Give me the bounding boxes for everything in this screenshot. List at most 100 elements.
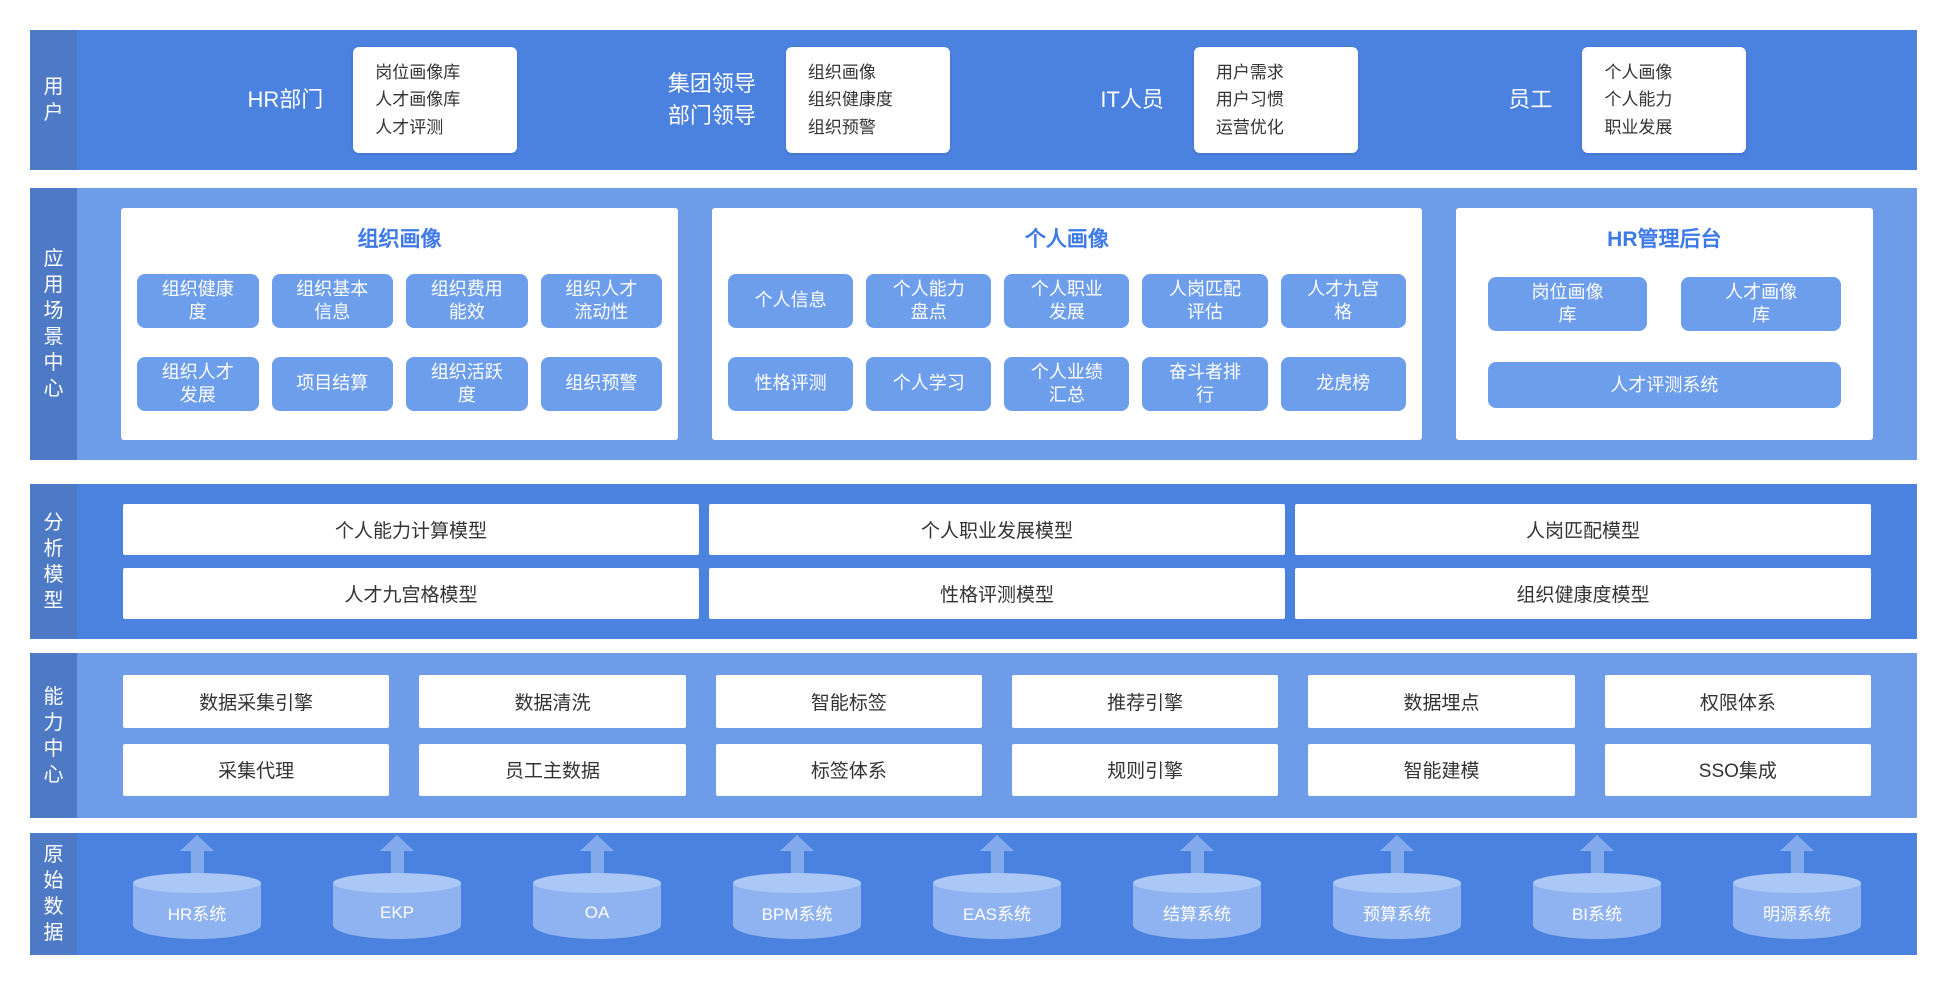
band-application-scenarios: 应用场景中心 组织画像 组织健康度 组织基本信息 组织费用能效 组织人才流动性 … — [30, 188, 1917, 460]
data-source: 明源系统 — [1733, 835, 1861, 939]
scenario-chip: 人才画像库 — [1681, 276, 1841, 331]
data-source: 预算系统 — [1333, 835, 1461, 939]
scenario-chip: 人岗匹配评估 — [1142, 273, 1268, 329]
scenario-chip: 组织费用能效 — [406, 273, 528, 329]
scenario-chip: 个人业绩汇总 — [1004, 356, 1130, 412]
model-box: 个人职业发展模型 — [709, 504, 1285, 555]
scenario-chip: 项目结算 — [271, 356, 394, 412]
band-analysis-models-label-text: 分析模型 — [43, 511, 64, 612]
user-role-label: HR部门 — [247, 87, 324, 113]
database-cylinder-icon: BI系统 — [1533, 873, 1661, 939]
user-capability-item: 职业发展 — [1604, 117, 1673, 137]
model-box: 人岗匹配模型 — [1295, 504, 1871, 555]
user-capability-item: 运营优化 — [1215, 117, 1284, 137]
user-role-label: IT人员 — [1100, 87, 1164, 113]
user-capability-card: 用户需求 用户习惯 运营优化 — [1193, 46, 1358, 154]
band-users-label: 用户 — [30, 30, 77, 170]
up-arrow-icon — [1180, 835, 1214, 873]
scenario-chip: 组织基本信息 — [271, 273, 394, 329]
band-application-scenarios-label: 应用场景中心 — [30, 188, 77, 460]
scenario-chip: 个人能力盘点 — [866, 273, 992, 329]
panel-personal-profile-title: 个人画像 — [1024, 228, 1109, 251]
scenario-chip: 组织活跃度 — [406, 356, 528, 412]
capability-box: 数据采集引擎 — [123, 675, 390, 728]
data-source: HR系统 — [133, 835, 261, 939]
panel-org-profile-grid: 组织健康度 组织基本信息 组织费用能效 组织人才流动性 组织人才发展 项目结算 … — [121, 253, 678, 440]
band-raw-data: 原始数据 HR系统 EKP OA BPM系统 EAS系统 — [30, 833, 1917, 955]
up-arrow-icon — [180, 835, 214, 873]
database-cylinder-icon: OA — [533, 873, 661, 939]
user-capability-item: 岗位画像库 — [375, 62, 461, 82]
scenario-chip: 个人职业发展 — [1004, 273, 1130, 329]
user-role-label: 集团领导 部门领导 — [667, 71, 756, 128]
up-arrow-icon — [380, 835, 414, 873]
model-box: 性格评测模型 — [709, 568, 1285, 619]
panel-personal-profile-grid: 个人信息 个人能力盘点 个人职业发展 人岗匹配评估 人才九宫格 性格评测 个人学… — [712, 253, 1422, 440]
band-users: 用户 HR部门 岗位画像库 人才画像库 人才评测 集团领导 部门领导 组织画像 … — [30, 30, 1917, 170]
user-capability-item: 人才画像库 — [375, 90, 461, 110]
scenario-chip: 组织健康度 — [137, 273, 259, 329]
database-cylinder-icon: 预算系统 — [1333, 873, 1461, 939]
band-application-scenarios-body: 组织画像 组织健康度 组织基本信息 组织费用能效 组织人才流动性 组织人才发展 … — [77, 188, 1917, 460]
scenario-chip: 奋斗者排行 — [1142, 356, 1268, 412]
database-cylinder-icon: 明源系统 — [1733, 873, 1861, 939]
capability-box: 权限体系 — [1604, 675, 1871, 728]
band-users-body: HR部门 岗位画像库 人才画像库 人才评测 集团领导 部门领导 组织画像 组织健… — [77, 30, 1917, 170]
band-application-scenarios-label-text: 应用场景中心 — [43, 248, 64, 400]
band-capability-center-body: 数据采集引擎 数据清洗 智能标签 推荐引擎 数据埋点 权限体系 采集代理 员工主… — [77, 653, 1917, 818]
scenario-chip: 组织人才发展 — [137, 356, 259, 412]
band-capability-center-label: 能力中心 — [30, 653, 77, 818]
up-arrow-icon — [1380, 835, 1414, 873]
model-box: 人才九宫格模型 — [123, 568, 699, 619]
scenario-chip: 个人学习 — [866, 356, 992, 412]
up-arrow-icon — [1580, 835, 1614, 873]
user-capability-card: 个人画像 个人能力 职业发展 — [1582, 46, 1747, 154]
user-group-employee: 员工 个人画像 个人能力 职业发展 — [1508, 46, 1747, 154]
up-arrow-icon — [780, 835, 814, 873]
data-source: BPM系统 — [733, 835, 861, 939]
user-capability-card: 岗位画像库 人才画像库 人才评测 — [353, 46, 518, 154]
user-role-label: 员工 — [1508, 87, 1553, 113]
user-group-it: IT人员 用户需求 用户习惯 运营优化 — [1100, 46, 1358, 154]
user-capability-item: 个人画像 — [1604, 62, 1673, 82]
user-group-hr: HR部门 岗位画像库 人才画像库 人才评测 — [247, 46, 518, 154]
band-raw-data-label: 原始数据 — [30, 833, 77, 955]
user-capability-item: 组织健康度 — [807, 90, 893, 110]
user-capability-item: 用户需求 — [1215, 62, 1284, 82]
panel-hr-backoffice-grid: 岗位画像库 人才画像库 人才评测系统 — [1456, 253, 1873, 440]
user-capability-item: 个人能力 — [1604, 90, 1673, 110]
data-source: 结算系统 — [1133, 835, 1261, 939]
panel-hr-backoffice-title: HR管理后台 — [1607, 228, 1722, 251]
database-cylinder-icon: BPM系统 — [733, 873, 861, 939]
user-capability-item: 人才评测 — [375, 117, 444, 137]
data-source: EKP — [333, 835, 461, 939]
capability-box: SSO集成 — [1604, 743, 1871, 796]
user-capability-card: 组织画像 组织健康度 组织预警 — [785, 46, 950, 154]
capability-box: 标签体系 — [715, 743, 982, 796]
data-source: EAS系统 — [933, 835, 1061, 939]
scenario-chip: 组织预警 — [540, 356, 663, 412]
capability-box: 数据清洗 — [419, 675, 686, 728]
capability-box: 智能建模 — [1308, 743, 1575, 796]
panel-hr-backoffice: HR管理后台 岗位画像库 人才画像库 人才评测系统 — [1455, 208, 1873, 440]
user-capability-item: 组织画像 — [807, 62, 876, 82]
band-capability-center-label-text: 能力中心 — [43, 685, 64, 786]
scenario-chip: 性格评测 — [728, 356, 854, 412]
scenario-chip: 人才评测系统 — [1487, 362, 1841, 409]
up-arrow-icon — [1780, 835, 1814, 873]
database-cylinder-icon: EKP — [333, 873, 461, 939]
data-source: BI系统 — [1533, 835, 1661, 939]
capability-box: 采集代理 — [123, 743, 390, 796]
band-users-label-text: 用户 — [43, 76, 64, 124]
band-raw-data-label-text: 原始数据 — [43, 844, 64, 944]
band-analysis-models: 分析模型 个人能力计算模型 个人职业发展模型 人岗匹配模型 人才九宫格模型 性格… — [30, 484, 1917, 639]
scenario-chip: 组织人才流动性 — [540, 273, 663, 329]
scenario-chip: 个人信息 — [728, 273, 854, 329]
panel-org-profile-title: 组织画像 — [357, 228, 442, 251]
data-source: OA — [533, 835, 661, 939]
band-analysis-models-body: 个人能力计算模型 个人职业发展模型 人岗匹配模型 人才九宫格模型 性格评测模型 … — [77, 484, 1917, 639]
up-arrow-icon — [980, 835, 1014, 873]
database-cylinder-icon: 结算系统 — [1133, 873, 1261, 939]
model-box: 个人能力计算模型 — [123, 504, 699, 555]
panel-org-profile: 组织画像 组织健康度 组织基本信息 组织费用能效 组织人才流动性 组织人才发展 … — [121, 208, 679, 440]
